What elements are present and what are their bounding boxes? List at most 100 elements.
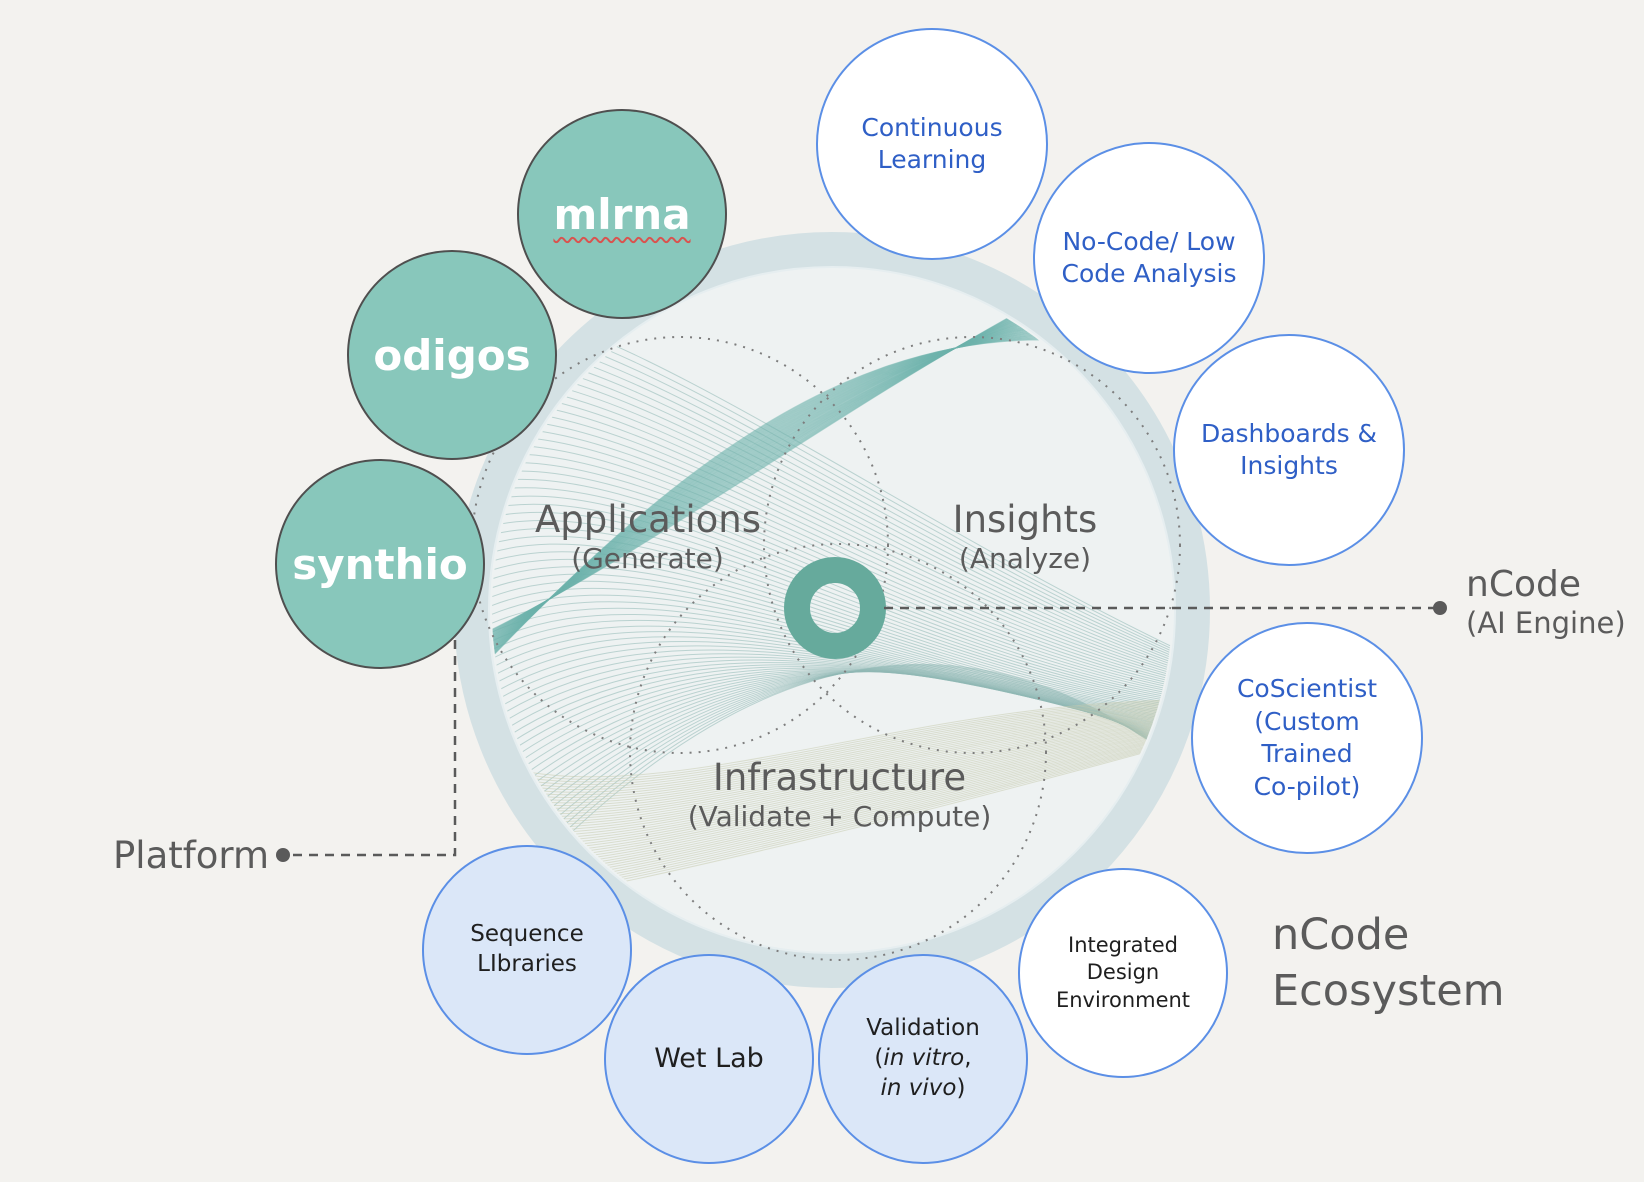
venn-circle-insights — [763, 336, 1181, 754]
wave-line — [492, 487, 1172, 697]
wave-line — [492, 535, 1172, 708]
wave-line — [492, 527, 1172, 706]
wave-line — [492, 317, 1041, 659]
wave-line — [492, 462, 1172, 692]
wave-line — [492, 705, 1172, 796]
sector-applications-title: Applications — [535, 498, 762, 541]
lab-validation-line1: Validation — [866, 1015, 980, 1042]
wave-line — [492, 495, 1172, 699]
wave-line — [492, 322, 1041, 664]
wave-line — [492, 330, 1041, 672]
wave-line — [492, 700, 1172, 780]
feature-no-code-line1: No-Code/ Low — [1062, 226, 1236, 256]
lab-validation-invitro: in vitro — [883, 1045, 965, 1072]
wave-line — [492, 328, 1041, 669]
wave-line — [492, 314, 1041, 656]
platform-connector — [283, 640, 457, 857]
wave-line — [492, 305, 1041, 647]
wave-line — [492, 313, 1041, 655]
wave-line — [492, 310, 1041, 652]
product-mlrna-label: mlrna — [553, 189, 691, 239]
wave-line — [492, 302, 1041, 644]
wave-line — [492, 710, 1172, 809]
wave-line — [492, 302, 1041, 644]
lab-sequence-libraries-line1: Sequence — [470, 921, 584, 948]
sector-infrastructure-title: Infrastructure — [712, 756, 967, 799]
product-mlrna: mlrna — [517, 109, 727, 319]
wave-line — [492, 320, 1041, 662]
wave-line — [492, 706, 1172, 798]
wave-line — [492, 332, 1041, 673]
lab-validation-comma: , — [964, 1045, 972, 1072]
wave-line — [492, 436, 1172, 687]
wave-line — [492, 318, 1041, 660]
feature-continuous-learning: Continuous Learning — [816, 28, 1048, 260]
feature-no-code: No-Code/ Low Code Analysis — [1033, 142, 1265, 374]
wave-line — [492, 300, 1041, 642]
feature-no-code-line2: Code Analysis — [1061, 259, 1237, 288]
wave-line — [492, 334, 1041, 676]
ncode-core-ring — [784, 557, 886, 659]
wave-line — [492, 319, 1041, 661]
lab-sequence-libraries-text: Sequence LIbraries — [470, 920, 583, 980]
ncode-connector-dot — [1433, 601, 1447, 615]
wave-line — [492, 699, 1172, 778]
wave-line — [492, 709, 1172, 807]
wave-line — [492, 334, 1041, 675]
lab-wet-lab-label: Wet Lab — [654, 1043, 764, 1075]
wave-line — [492, 512, 1172, 703]
wave-line — [492, 319, 1041, 661]
wave-line — [492, 323, 1041, 665]
feature-coscientist-line1: CoScientist — [1236, 674, 1378, 703]
ecosystem-label-line2: Ecosystem — [1272, 965, 1505, 1016]
ncode-engine-label: nCode (AI Engine) — [1466, 563, 1626, 641]
wave-line — [492, 330, 1041, 671]
wave-line — [492, 308, 1041, 650]
wave-line — [492, 309, 1041, 651]
sector-insights-title: Insights — [952, 498, 1098, 541]
sector-infrastructure: Infrastructure (Validate + Compute) — [672, 756, 1007, 833]
wave-line — [492, 705, 1172, 793]
wave-line — [492, 703, 1172, 788]
wave-line — [492, 332, 1041, 674]
wave-line — [492, 321, 1041, 663]
wave-line — [492, 313, 1041, 655]
feature-no-code-text: No-Code/ Low Code Analysis — [1062, 226, 1237, 291]
wave-line — [492, 307, 1041, 648]
wave-line — [492, 418, 1172, 684]
wave-line — [492, 315, 1041, 657]
ncode-engine-title: nCode — [1466, 564, 1581, 605]
sector-insights: Insights (Analyze) — [930, 498, 1120, 575]
platform-label: Platform — [113, 834, 270, 877]
wave-line — [492, 670, 1172, 857]
feature-ide-line2: Design — [1086, 960, 1160, 985]
wave-line — [492, 338, 1041, 680]
wave-line — [492, 321, 1041, 663]
product-synthio-label: synthio — [292, 539, 468, 589]
feature-ide-line3: Environment — [1055, 987, 1191, 1012]
wave-line — [492, 309, 1041, 650]
ecosystem-label: nCode Ecosystem — [1272, 908, 1505, 1020]
wave-line — [492, 702, 1172, 785]
sector-infrastructure-subtitle: (Validate + Compute) — [687, 799, 992, 833]
wave-line — [492, 337, 1041, 679]
wave-line — [492, 333, 1041, 675]
lab-sequence-libraries-line2: LIbraries — [477, 951, 577, 977]
wave-line — [492, 326, 1041, 668]
ecosystem-label-line1: nCode — [1272, 910, 1410, 960]
feature-ide-text: Integrated Design Environment — [1056, 932, 1190, 1014]
wave-line — [492, 336, 1041, 677]
wave-line — [492, 300, 1041, 642]
feature-coscientist-line2: (Custom — [1254, 706, 1360, 736]
wave-line — [492, 707, 1172, 801]
wave-line — [492, 328, 1041, 670]
lab-validation-invivo: in vivo — [880, 1074, 957, 1101]
venn-circle-infrastructure — [629, 543, 1047, 961]
wave-line — [492, 315, 1041, 657]
wave-line — [492, 520, 1172, 704]
lab-validation-line2: (in vitro, — [866, 1044, 980, 1074]
feature-continuous-learning-line2: Learning — [877, 145, 987, 174]
feature-coscientist-line4: Co-pilot) — [1253, 771, 1361, 801]
wave-line — [492, 306, 1041, 648]
wave-line — [492, 427, 1172, 685]
